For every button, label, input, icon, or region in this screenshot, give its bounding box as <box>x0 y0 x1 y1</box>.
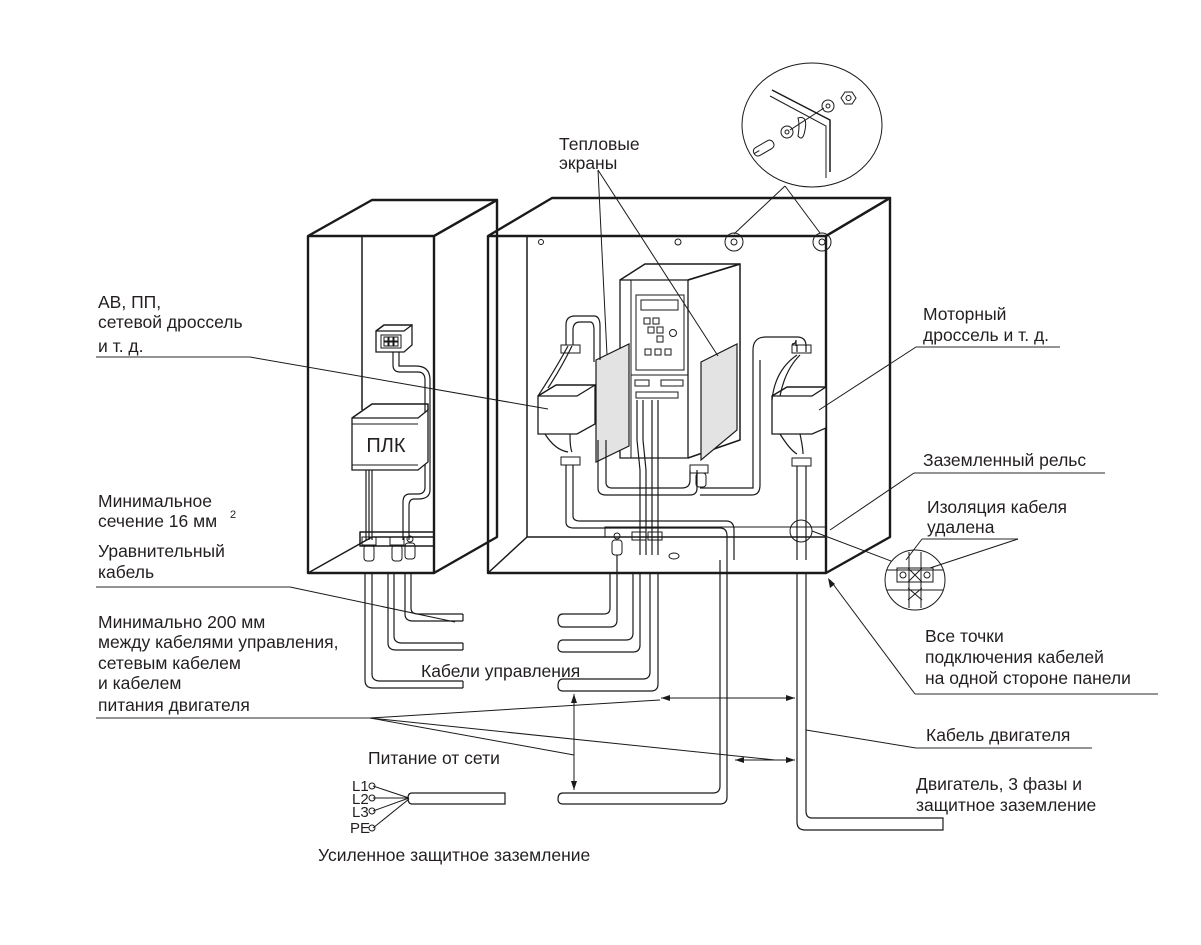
washer-icon <box>780 125 794 139</box>
left-cabinet: ПЛК <box>306 198 499 575</box>
label-insulation-removed: Изоляция кабеля удалена <box>927 497 1072 537</box>
screw-detail-callout <box>733 62 883 235</box>
label-motor-3ph: Двигатель, 3 фазы и защитное заземление <box>916 774 1096 815</box>
nut-icon <box>840 91 857 105</box>
right-cabinet-side <box>825 196 892 575</box>
leader-lines <box>96 169 1158 761</box>
spring-washer-icon <box>797 117 807 139</box>
label-motor-cable: Кабель двигателя <box>926 725 1070 745</box>
label-reinforced-pe: Усиленное защитное заземление <box>318 845 590 865</box>
external-cables <box>364 555 944 832</box>
label-breakers: АВ, ПП, сетевой дроссель и т. д. <box>98 292 247 356</box>
cable-gland-hole <box>668 552 680 560</box>
left-ground-rail <box>359 531 435 547</box>
label-motor-choke: Моторный дроссель и т. д. <box>923 304 1049 345</box>
label-mains-supply: Питание от сети <box>368 748 500 768</box>
right-cabinet-floor-edge <box>487 536 528 574</box>
ground-rail-detail-marker <box>789 519 813 543</box>
screw-detail-marker <box>724 232 744 252</box>
plc-label: ПЛК <box>366 435 406 457</box>
screw-icon <box>538 239 544 245</box>
terminal-l2-label: L2 <box>352 791 369 808</box>
mains-choke <box>537 315 735 560</box>
left-cabinet-top <box>306 198 499 238</box>
label-thermal-screens: Тепловые экраны <box>559 134 645 173</box>
label-min-section-superscript: 2 <box>230 509 236 521</box>
label-control-cables: Кабели управления <box>421 661 580 681</box>
dimension-markers <box>571 694 795 790</box>
label-grounded-rail: Заземленный рельс <box>923 450 1086 470</box>
label-min-distance: Минимально 200 мм между кабелями управле… <box>98 612 343 715</box>
knob-icon <box>669 329 677 337</box>
right-ground-rail <box>604 526 827 538</box>
motor-choke <box>700 336 827 560</box>
frequency-drive <box>619 263 741 555</box>
screw-icon <box>674 238 682 246</box>
heat-shield-right <box>700 343 738 462</box>
label-min-section: Минимальное сечение 16 мм <box>98 491 217 531</box>
washer-icon <box>821 99 835 113</box>
right-cabinet <box>486 196 892 575</box>
keypad-panel <box>635 294 685 371</box>
bolt-icon <box>752 139 775 157</box>
label-equalizing-cable: Уравнительный кабель <box>98 541 230 582</box>
display-unit <box>375 323 413 353</box>
right-cabinet-top <box>486 196 892 238</box>
left-cabinet-front <box>306 236 436 575</box>
screw-detail-marker <box>812 232 832 252</box>
terminal-l3-label: L3 <box>352 804 369 821</box>
mains-terminals <box>368 782 410 832</box>
plc-module: ПЛК <box>351 403 429 471</box>
left-cable-clamps <box>361 535 416 562</box>
labels: Тепловые экраны АВ, ПП, сетевой дроссель… <box>98 134 1131 865</box>
left-cabinet-side <box>433 198 499 575</box>
label-all-points: Все точки подключения кабелей на одной с… <box>925 626 1131 688</box>
terminal-pe-label: PE <box>350 820 370 837</box>
clamp-detail-callout <box>811 530 946 611</box>
terminal-l1-label: L1 <box>352 778 369 795</box>
heat-shield-left <box>595 343 630 463</box>
